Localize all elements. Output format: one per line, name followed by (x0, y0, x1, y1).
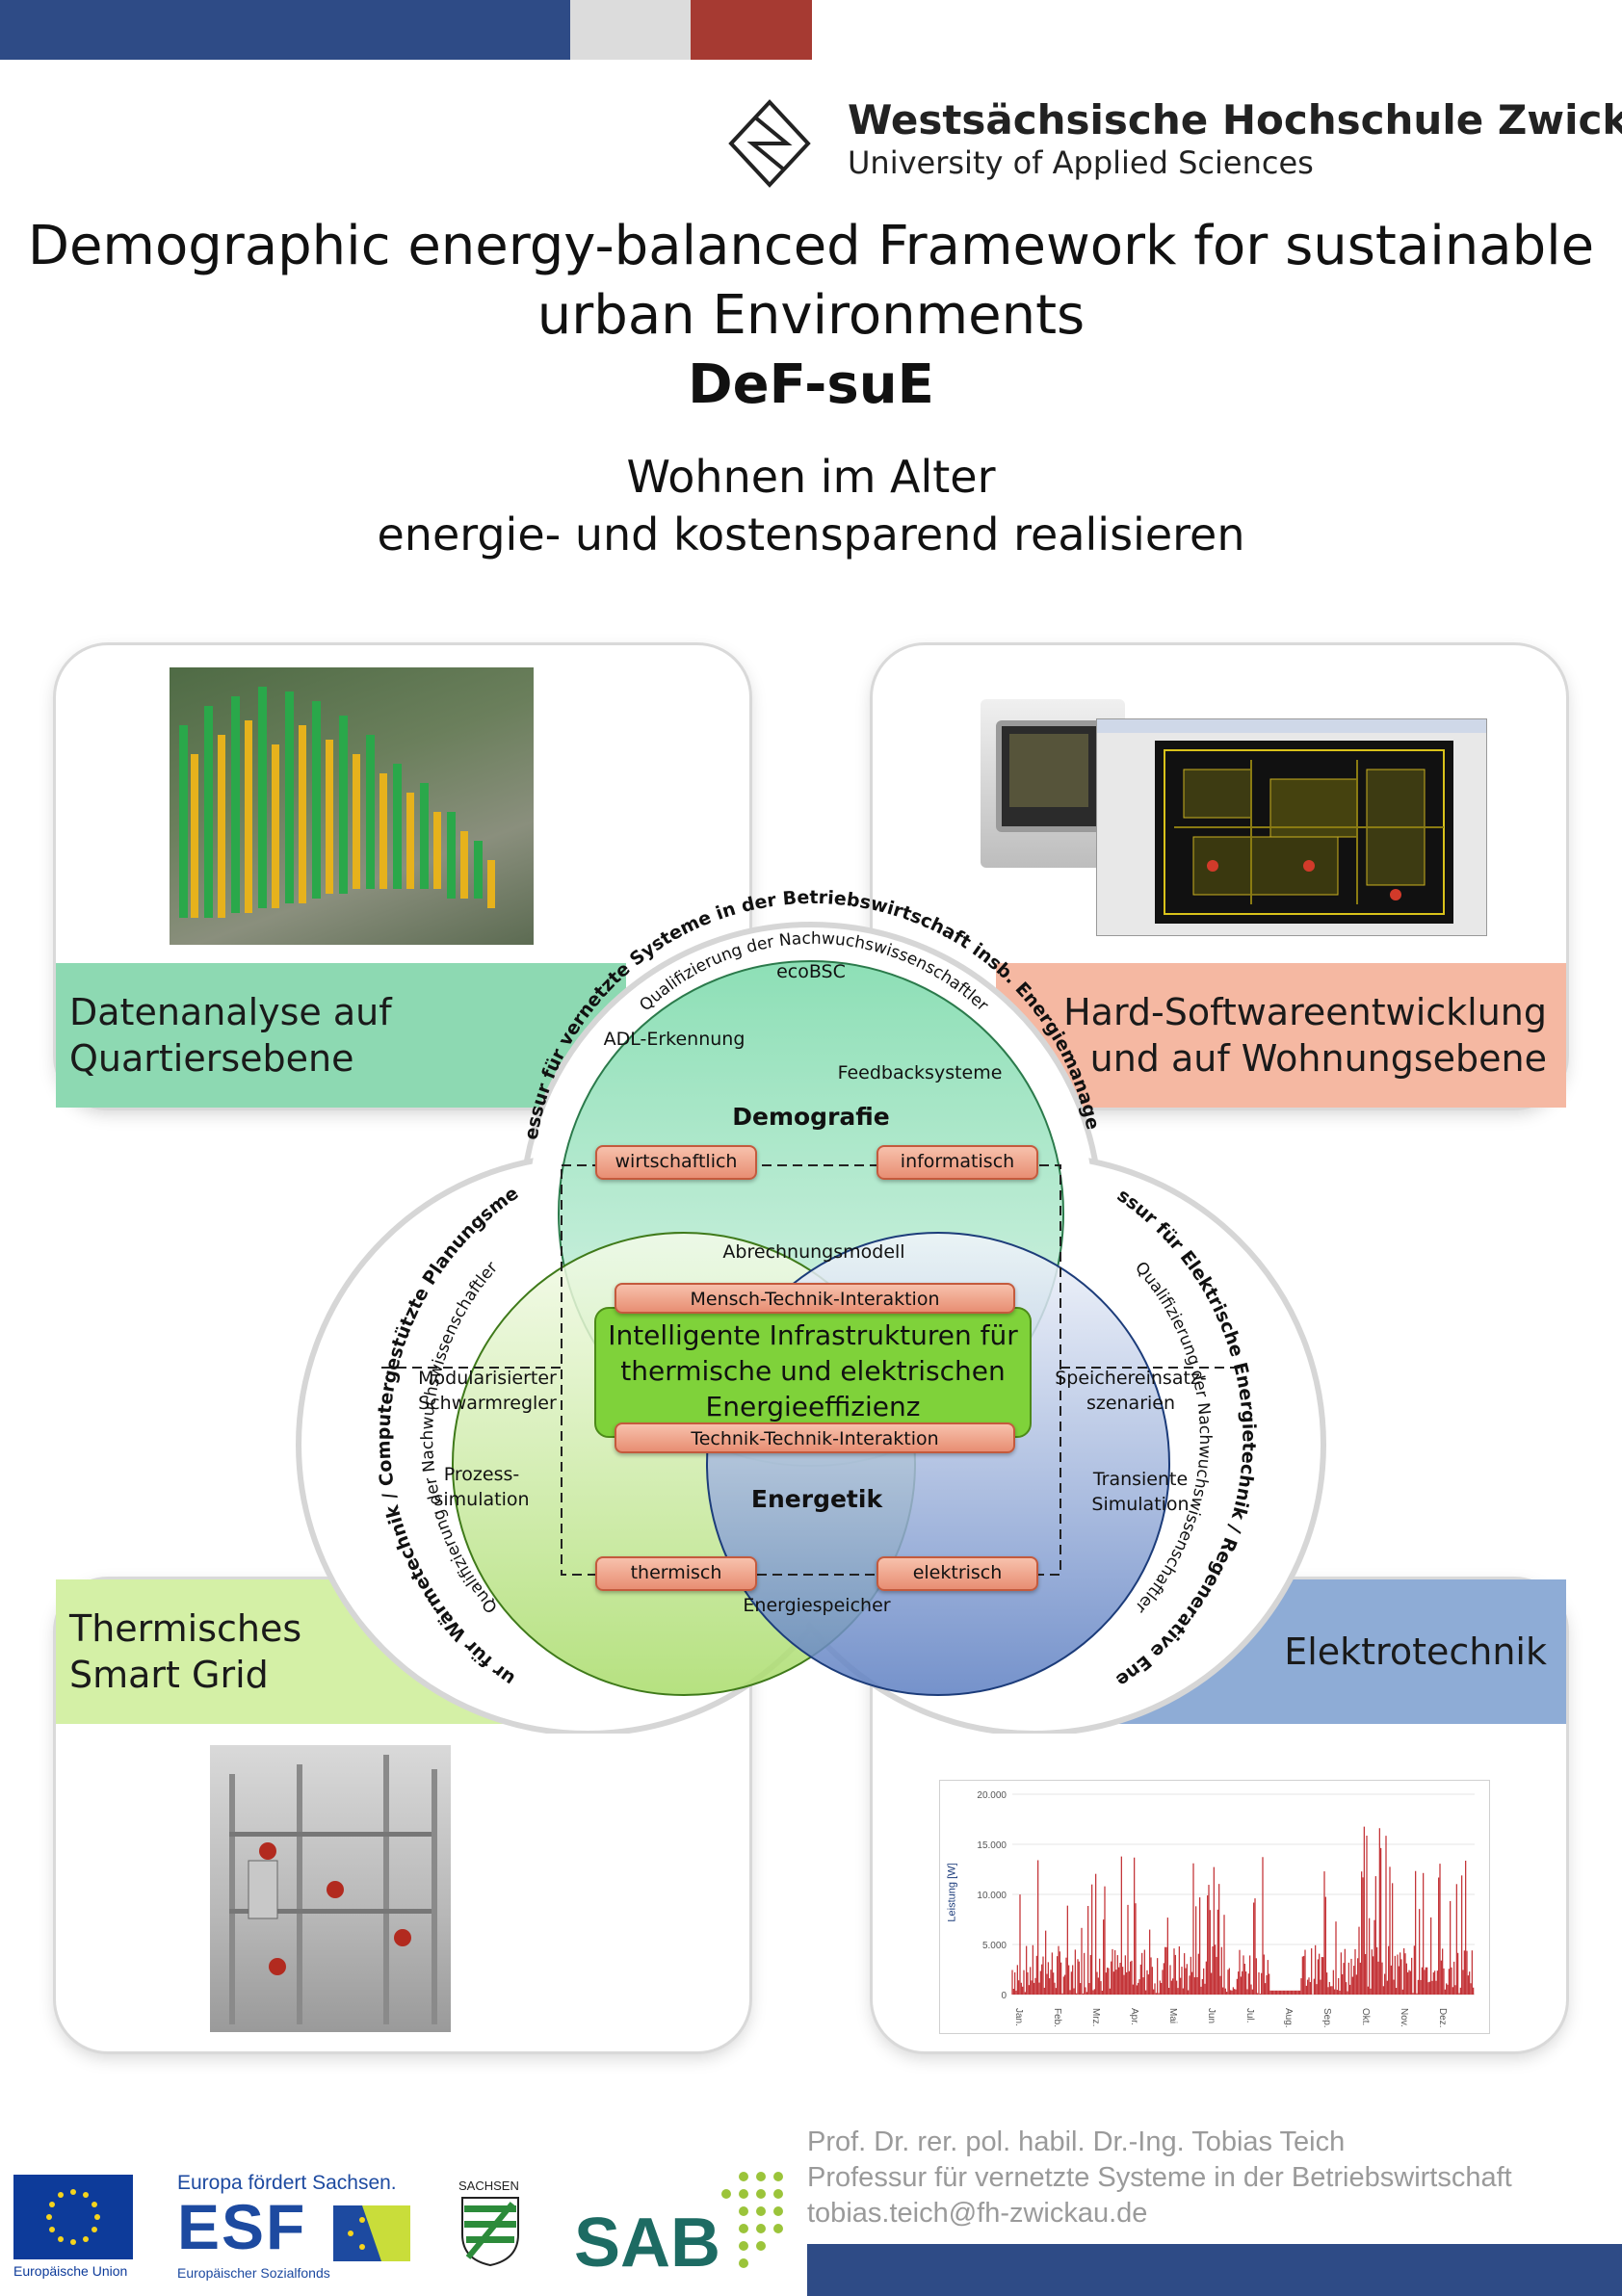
item-abrechnungsmodell: Abrechnungsmodell (722, 1241, 904, 1263)
poster-title-line1: Demographic energy-balanced Framework fo… (27, 215, 1595, 277)
tag-informatisch: informatisch (876, 1145, 1038, 1180)
item-simulation: simulation (433, 1489, 529, 1510)
aerial-bars (179, 687, 495, 918)
top-bar-blue (0, 0, 570, 60)
thermal-lab-photo (210, 1745, 451, 2032)
band-elektrotechnik-line1: Elektrotechnik (1284, 1631, 1547, 1673)
aerial-3d-data-image (170, 667, 534, 945)
band-thermisches-line1: Thermisches (69, 1607, 302, 1650)
esf-logo: ESF (177, 2191, 307, 2262)
chart-ytick-label: 20.000 (977, 1790, 1007, 1801)
chart-ytick-label: 5.000 (982, 1941, 1007, 1951)
circle-energetik-title: Energetik (751, 1485, 884, 1513)
esf-flag-icon (333, 2205, 410, 2261)
pcb-layout-screenshot (1096, 718, 1487, 936)
band-thermisches-line2: Smart Grid (69, 1654, 269, 1696)
chart-month-label: Okt. (1360, 2008, 1371, 2025)
item-prozess: Prozess- (444, 1464, 519, 1485)
esf-top-text: Europa fördert Sachsen. (177, 2172, 397, 2194)
item-energiespeicher: Energiespeicher (743, 1595, 890, 1616)
sab-logo: SAB (574, 2205, 721, 2282)
chart-month-label: Mai (1167, 2008, 1178, 2023)
poster-title-line2: urban Environments (536, 284, 1086, 347)
band-datenanalyse-line2: Quartiersebene (69, 1037, 354, 1080)
chart-power-series (1011, 1826, 1475, 1995)
university-name: Westsächsische Hochschule Zwickau (848, 96, 1622, 144)
university-subtitle: University of Applied Sciences (848, 144, 1314, 181)
center-box-line1: Intelligente Infrastrukturen für (608, 1319, 1018, 1351)
top-bar-red (691, 0, 812, 60)
footer-bar (807, 2244, 1622, 2296)
chart-month-label: Dez. (1437, 2008, 1448, 2028)
tag-elektrisch: elektrisch (876, 1556, 1038, 1591)
item-szenarien: szenarien (1086, 1393, 1175, 1414)
tag-thermisch: thermisch (595, 1556, 757, 1591)
item-feedbacksysteme: Feedbacksysteme (838, 1062, 1003, 1083)
footer-author: Prof. Dr. rer. pol. habil. Dr.-Ing. Tobi… (807, 2126, 1346, 2157)
item-speichereinsatz: Speichereinsatz- (1055, 1368, 1207, 1389)
item-transiente-simulation: Simulation (1091, 1494, 1189, 1515)
chart-ytick-label: 0 (1001, 1991, 1007, 2001)
sachsen-label: SACHSEN (458, 2179, 519, 2193)
chart-month-label: Aug. (1283, 2008, 1294, 2028)
item-transiente: Transiente (1092, 1469, 1188, 1490)
esf-bottom-text: Europäischer Sozialfonds (177, 2265, 330, 2281)
tag-technik-technik: Technik-Technik-Interaktion (615, 1422, 1015, 1453)
band-hard-software-line1: Hard-Softwareentwicklung (1063, 991, 1547, 1033)
whz-diamond-logo-icon (728, 99, 811, 188)
poster-acronym: DeF-suE (688, 353, 934, 416)
chart-month-label: Sep. (1321, 2008, 1332, 2028)
chart-month-label: Jan. (1013, 2008, 1024, 2026)
chart-month-label: Jul. (1244, 2008, 1255, 2023)
sachsen-coat-of-arms-icon (460, 2196, 520, 2267)
chart-month-label: Jun (1206, 2008, 1216, 2023)
sab-dots-icon (721, 2172, 783, 2268)
band-datenanalyse: Datenanalyse auf Quartiersebene (56, 963, 626, 1108)
item-adl-erkennung: ADL-Erkennung (604, 1029, 746, 1050)
eu-stars-icon (46, 2189, 100, 2245)
center-box-line3: Energieeffizienz (706, 1391, 921, 1422)
item-modularisierter: Modularisierter (418, 1368, 557, 1389)
eu-label: Europäische Union (13, 2263, 128, 2279)
tag-wirtschaftlich: wirtschaftlich (595, 1145, 757, 1180)
band-hard-software: Hard-Softwareentwicklung und auf Wohnung… (996, 963, 1566, 1108)
chart-month-label: Mrz. (1090, 2008, 1101, 2026)
subtitle-line2: energie- und kostensparend realisieren (377, 509, 1245, 561)
chart-month-label: Feb. (1052, 2008, 1062, 2027)
tag-mensch-technik: Mensch-Technik-Interaktion (615, 1283, 1015, 1314)
eu-flag-logo (13, 2175, 133, 2259)
item-schwarmregler: Schwarmregler (418, 1393, 557, 1414)
footer-email[interactable]: tobias.teich@fh-zwickau.de (807, 2198, 1148, 2229)
chart-month-label: Nov. (1399, 2008, 1409, 2027)
power-chart-ylabel: Leistung [W] (946, 1863, 958, 1922)
top-bar-gray (570, 0, 691, 60)
band-hard-software-line2: und auf Wohnungsebene (1089, 1037, 1547, 1080)
band-datenanalyse-line1: Datenanalyse auf (69, 991, 392, 1033)
item-ecobsc: ecoBSC (776, 961, 846, 982)
chart-ytick-label: 10.000 (977, 1891, 1007, 1901)
footer-department: Professur für vernetzte Systeme in der B… (807, 2162, 1512, 2193)
center-box-line2: thermische und elektrischen (620, 1355, 1005, 1387)
chart-month-label: Apr. (1129, 2008, 1139, 2025)
subtitle-line1: Wohnen im Alter (626, 451, 996, 503)
chart-ytick-label: 15.000 (977, 1840, 1007, 1851)
circle-demografie-title: Demografie (732, 1103, 890, 1131)
